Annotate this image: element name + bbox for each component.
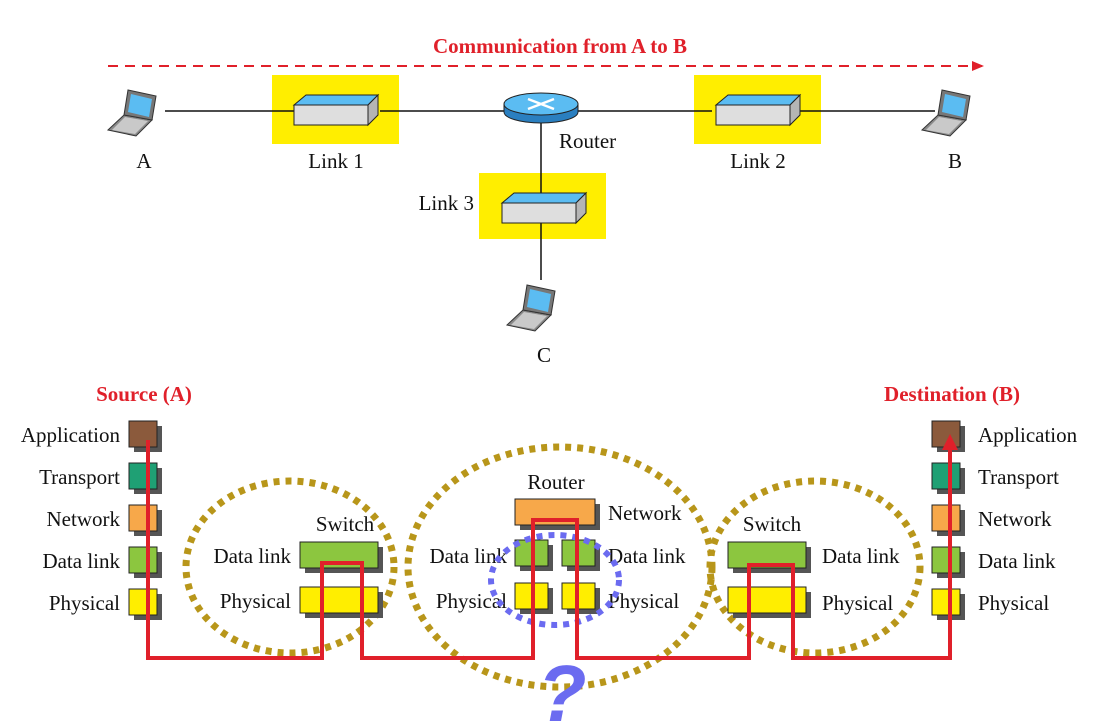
laptop-c-icon [506,284,556,332]
router-lower-layers-circle [488,532,622,628]
link2-label: Link 2 [730,149,785,173]
switch1-dotted-circle [182,477,398,657]
data-path [146,440,952,660]
laptop-a-icon [107,89,157,137]
switch2-physical-label: Physical [822,591,893,615]
destination-stack [931,420,965,620]
router-datalink-left-label: Data link [429,544,507,568]
source-layer-application: Application [21,423,121,447]
dest-layer-datalink: Data link [978,549,1056,573]
node-c-label: C [537,343,551,367]
source-layer-network: Network [47,507,121,531]
switch1-datalink-label: Data link [213,544,291,568]
switch1-title: Switch [316,512,375,536]
question-mark: ? [538,649,587,721]
dest-layer-network: Network [978,507,1052,531]
source-title: Source (A) [96,382,192,406]
node-b-label: B [948,149,962,173]
router-label: Router [559,129,616,153]
dest-layer-transport: Transport [978,465,1059,489]
destination-title: Destination (B) [884,382,1020,406]
source-layer-transport: Transport [39,465,120,489]
dest-layer-application: Application [978,423,1078,447]
router-layers [514,498,600,614]
dest-layer-physical: Physical [978,591,1049,615]
switch-link3-icon [501,192,587,224]
switch-link1-icon [293,94,379,126]
data-path-arrowhead [942,434,958,450]
link3-label: Link 3 [419,191,474,215]
link1-label: Link 1 [308,149,363,173]
switch2-title: Switch [743,512,802,536]
node-a-label: A [136,149,152,173]
switch-link2-icon [715,94,801,126]
router-title: Router [527,470,584,494]
source-layer-physical: Physical [49,591,120,615]
switch2-dotted-circle [706,477,924,657]
communication-title: Communication from A to B [433,34,687,58]
switch1-physical-label: Physical [220,589,291,613]
router-network-label: Network [608,501,682,525]
source-layer-datalink: Data link [42,549,120,573]
router-icon [503,92,579,124]
router-physical-right-label: Physical [608,589,679,613]
laptop-b-icon [921,89,971,137]
source-stack [128,420,162,620]
switch2-layers [727,541,811,618]
switch2-datalink-label: Data link [822,544,900,568]
switch1-layers [299,541,383,618]
router-datalink-right-label: Data link [608,544,686,568]
